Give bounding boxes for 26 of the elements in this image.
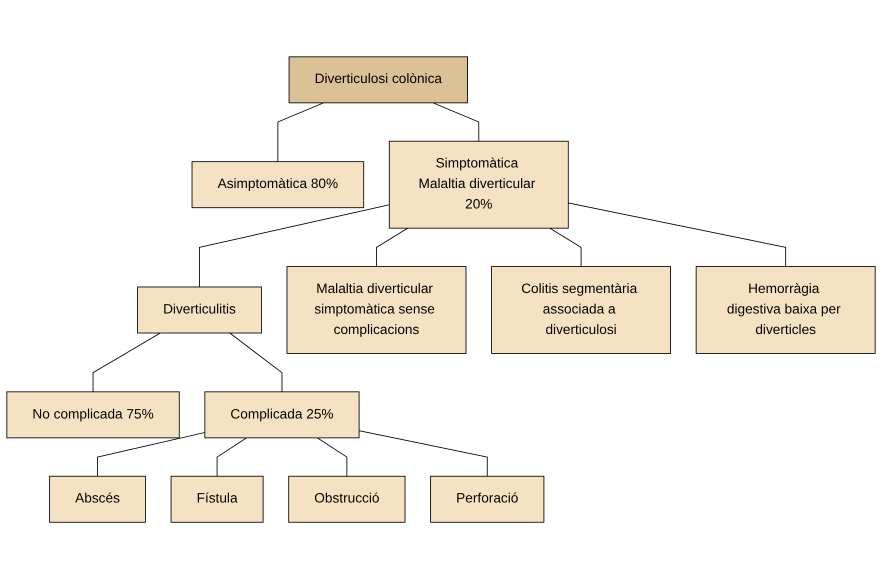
connector [549, 228, 582, 267]
connector [432, 102, 480, 142]
node-box [6, 391, 180, 438]
connector [358, 430, 488, 477]
node-box [288, 56, 468, 104]
tree-diagram: Diverticulosi colònica Asimptomàtica 80% Simptomàtica Malaltia diverticular 20% Diverticulitis Malaltia diverticular simptomàtica sense complicacions Colitis segmentària associada a diverticulosi Hemorràgia digestiva baixa per diverticles No complicada 75% Complicada 25% Abscés Fístula Obstrucció Perforació [0, 50, 882, 530]
node-box [49, 476, 146, 523]
node-box [137, 286, 262, 334]
connector [277, 102, 324, 162]
node-box [388, 140, 569, 229]
connector [376, 228, 408, 267]
connector [229, 332, 282, 392]
node-box [192, 161, 364, 208]
node-box [491, 266, 671, 354]
node-box [288, 476, 406, 523]
connector [199, 204, 390, 288]
connector [97, 432, 206, 477]
connector [216, 437, 247, 477]
node-box [204, 391, 360, 438]
node-box [170, 476, 264, 523]
connector [568, 202, 786, 267]
connector [316, 437, 348, 477]
node-box [286, 266, 466, 354]
connector [92, 332, 161, 392]
node-box [430, 476, 544, 523]
node-box [696, 266, 876, 354]
